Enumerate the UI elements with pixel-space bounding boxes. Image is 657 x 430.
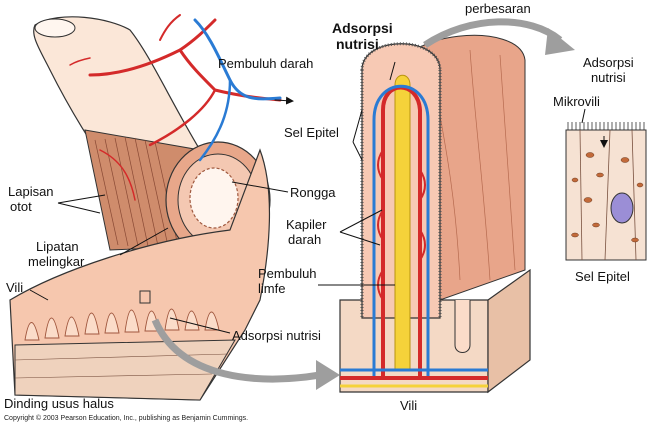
label-lipatan-melingkar-line2: melingkar <box>28 254 85 269</box>
label-sel-epitel-right: Sel Epitel <box>575 269 630 284</box>
epithelial-cells <box>565 122 647 261</box>
label-lapisan-otot-line2: otot <box>10 199 32 214</box>
label-kapiler-darah-line1: Kapiler <box>286 217 327 232</box>
label-lapisan-otot: Lapisan otot <box>8 184 54 214</box>
label-dinding-usus-halus: Dinding usus halus <box>4 396 114 411</box>
label-perbesaran: perbesaran <box>465 1 531 16</box>
label-adsorpsi-nutrisi-right-line1: Adsorpsi <box>583 55 634 70</box>
label-lipatan-melingkar: Lipatan melingkar <box>28 239 84 269</box>
label-adsorpsi-nutrisi-center-line1: Adsorpsi <box>332 20 393 36</box>
label-pembuluh-limfe: Pembuluh limfe <box>258 266 317 296</box>
label-pembuluh-limfe-line1: Pembuluh <box>258 266 317 281</box>
label-lipatan-melingkar-line1: Lipatan <box>36 239 79 254</box>
copyright-notice: Copyright © 2003 Pearson Education, Inc.… <box>4 415 249 422</box>
enlargement-arrowheads <box>316 28 575 390</box>
label-sel-epitel-center: Sel Epitel <box>284 125 339 140</box>
label-adsorpsi-nutrisi-right-line2: nutrisi <box>590 70 626 85</box>
label-rongga: Rongga <box>290 185 336 200</box>
label-vili-bottom: Vili <box>400 398 418 413</box>
label-kapiler-darah: Kapiler darah <box>286 217 326 247</box>
label-kapiler-darah-line2: darah <box>288 232 322 247</box>
label-adsorpsi-nutrisi-center: Adsorpsi nutrisi <box>332 20 393 52</box>
label-adsorpsi-nutrisi-left: Adsorpsi nutrisi <box>232 328 321 343</box>
leader-lines <box>29 61 586 334</box>
label-pembuluh-limfe-line2: limfe <box>258 281 286 296</box>
label-vili-left: Vili <box>6 280 24 295</box>
label-adsorpsi-nutrisi-right: Adsorpsi nutrisi <box>583 55 634 85</box>
label-adsorpsi-nutrisi-center-line2: nutrisi <box>336 36 379 52</box>
label-pembuluh-darah: Pembuluh darah <box>218 56 314 71</box>
villus-block <box>339 34 531 394</box>
label-lapisan-otot-line1: Lapisan <box>8 184 54 199</box>
label-mikrovili: Mikrovili <box>553 94 600 109</box>
blood-vessels-left <box>69 14 294 201</box>
